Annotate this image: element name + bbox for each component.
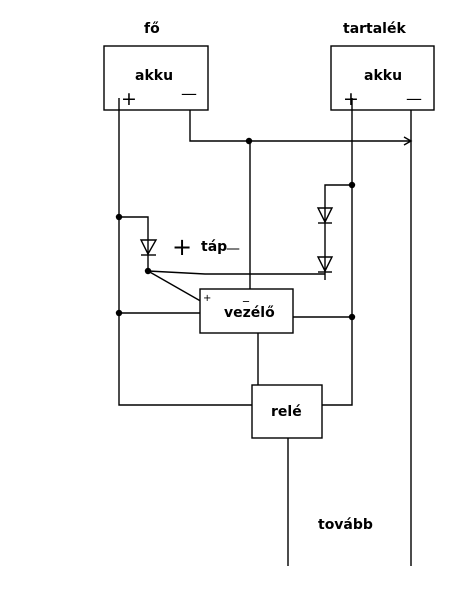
junction-dot xyxy=(348,313,356,321)
wire-right-diode-chain xyxy=(324,184,352,280)
relay-box xyxy=(251,384,323,439)
backup-plus-symbol: + xyxy=(343,88,359,110)
wire-backup-plus xyxy=(322,98,353,406)
wire-diode-link xyxy=(147,270,325,275)
diode-left-icon xyxy=(139,239,158,256)
backup-minus-symbol: — xyxy=(406,89,422,108)
junction-dot xyxy=(115,309,123,317)
main-minus-symbol: — xyxy=(181,84,197,103)
backup-battery-box xyxy=(330,45,435,111)
label-relay: relé xyxy=(271,404,302,420)
controller-plus-symbol: + xyxy=(203,293,211,304)
main-battery-box xyxy=(103,45,209,111)
main-plus-symbol: + xyxy=(121,88,137,110)
supply-minus-symbol: — xyxy=(226,241,240,257)
diode-right-bottom-icon xyxy=(316,256,334,273)
supply-plus-symbol: + xyxy=(172,233,192,261)
controller-minus-symbol: _ xyxy=(242,288,250,302)
label-controller: vezélő xyxy=(224,305,275,321)
junction-dot xyxy=(144,267,152,275)
wire-main-plus xyxy=(118,98,252,406)
wire-diode-to-controller xyxy=(147,270,205,304)
junction-dot xyxy=(245,137,253,145)
diode-right-top-icon xyxy=(316,207,334,224)
junction-dot xyxy=(115,213,123,221)
junction-dot xyxy=(348,181,356,189)
label-battery-main: akku xyxy=(135,68,173,84)
label-backup: tartalék xyxy=(343,21,406,37)
label-battery-backup: akku xyxy=(364,68,402,84)
controller-box xyxy=(199,288,294,334)
wire-minus-bus xyxy=(189,110,410,142)
label-onward: tovább xyxy=(318,517,373,533)
label-main: fő xyxy=(144,21,160,37)
label-supply: táp xyxy=(201,239,227,255)
